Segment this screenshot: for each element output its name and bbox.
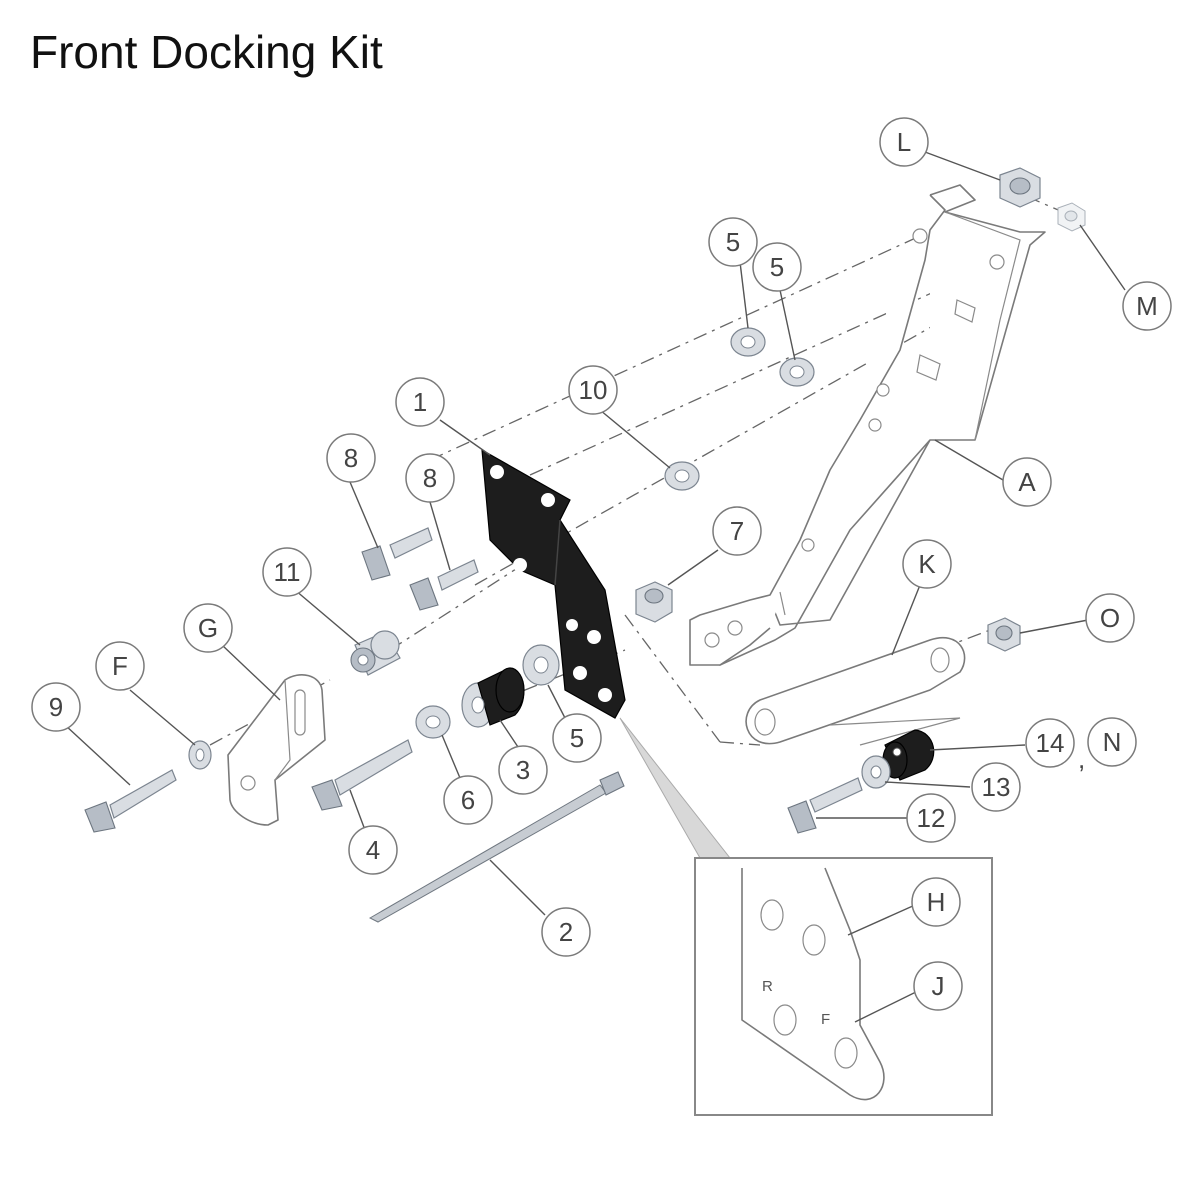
svg-text:14: 14 — [1036, 728, 1065, 758]
svg-text:5: 5 — [570, 723, 584, 753]
nut-part-m — [1057, 202, 1086, 232]
svg-text:O: O — [1100, 603, 1120, 633]
detail-mark-f: F — [821, 1011, 830, 1028]
bushing-part-3 — [461, 667, 525, 728]
callout-13: 13 — [971, 762, 1021, 812]
callout-7: 7 — [712, 506, 762, 556]
callout-l: L — [879, 117, 929, 167]
link-arm-k — [745, 637, 966, 746]
callout-a: A — [1002, 457, 1052, 507]
bracket-a — [689, 184, 1046, 666]
svg-text:G: G — [198, 613, 218, 643]
svg-text:3: 3 — [516, 755, 530, 785]
bolt-part-4 — [311, 739, 413, 811]
svg-text:12: 12 — [917, 803, 946, 833]
svg-text:N: N — [1103, 727, 1122, 757]
svg-text:L: L — [897, 127, 911, 157]
svg-text:6: 6 — [461, 785, 475, 815]
callout-9: 9 — [31, 682, 81, 732]
bolt-part-8-lower — [409, 559, 479, 611]
callout-11: 11 — [262, 547, 312, 597]
svg-text:10: 10 — [579, 375, 608, 405]
svg-text:2: 2 — [559, 917, 573, 947]
svg-text:J: J — [932, 971, 945, 1001]
callout-1: 1 — [395, 377, 445, 427]
callout-10: 10 — [568, 365, 618, 415]
washer-part-f — [188, 740, 212, 770]
callout-j: J — [913, 961, 963, 1011]
callout-8-left: 8 — [326, 433, 376, 483]
callout-2: 2 — [541, 907, 591, 957]
callout-8-right: 8 — [405, 453, 455, 503]
bolt-part-12 — [787, 777, 863, 834]
svg-text:5: 5 — [726, 227, 740, 257]
callout-12: 12 — [906, 793, 956, 843]
svg-text:4: 4 — [366, 835, 380, 865]
callout-separator: , — [1078, 744, 1085, 774]
callout-5-middle: 5 — [552, 713, 602, 763]
callout-f: F — [95, 641, 145, 691]
svg-text:7: 7 — [730, 516, 744, 546]
leader-lines — [64, 151, 1126, 1023]
callout-5-upper-left: 5 — [708, 217, 758, 267]
cable-tie-part-2 — [368, 771, 625, 923]
washer-part-5-upper-right — [779, 357, 815, 387]
detail-mark-r: R — [762, 978, 773, 995]
spacer-part-11 — [350, 630, 401, 676]
callout-3: 3 — [498, 745, 548, 795]
svg-text:K: K — [918, 549, 936, 579]
washer-part-5-middle — [522, 644, 560, 686]
svg-text:13: 13 — [982, 772, 1011, 802]
washer-part-6 — [415, 705, 451, 739]
callout-14: 14 — [1025, 718, 1075, 768]
svg-text:8: 8 — [423, 463, 437, 493]
callout-g: G — [183, 603, 233, 653]
svg-text:11: 11 — [274, 557, 301, 587]
diagram-title: Front Docking Kit — [30, 26, 383, 78]
callout-n: N — [1087, 717, 1137, 767]
svg-text:A: A — [1018, 467, 1036, 497]
bolt-part-9 — [84, 769, 177, 833]
callout-6: 6 — [443, 775, 493, 825]
callout-k: K — [902, 539, 952, 589]
svg-text:9: 9 — [49, 692, 63, 722]
svg-text:8: 8 — [344, 443, 358, 473]
nut-part-l — [999, 167, 1041, 208]
washer-part-13 — [861, 755, 891, 789]
callout-5-upper-right: 5 — [752, 242, 802, 292]
svg-text:1: 1 — [413, 387, 427, 417]
plate-part-1 — [481, 448, 626, 719]
callout-o: O — [1085, 593, 1135, 643]
nut-part-o — [987, 617, 1021, 652]
svg-text:M: M — [1136, 291, 1158, 321]
clip-bracket-g — [227, 674, 326, 826]
callout-4: 4 — [348, 825, 398, 875]
svg-text:H: H — [927, 887, 946, 917]
callout-h: H — [911, 877, 961, 927]
svg-text:F: F — [112, 651, 128, 681]
callout-m: M — [1122, 281, 1172, 331]
svg-text:5: 5 — [770, 252, 784, 282]
nut-part-7 — [635, 581, 673, 623]
bolt-part-8-upper — [361, 527, 433, 581]
bushing-part-14 — [882, 729, 935, 781]
washer-part-10 — [664, 461, 700, 491]
washer-part-5-upper-left — [730, 327, 766, 357]
